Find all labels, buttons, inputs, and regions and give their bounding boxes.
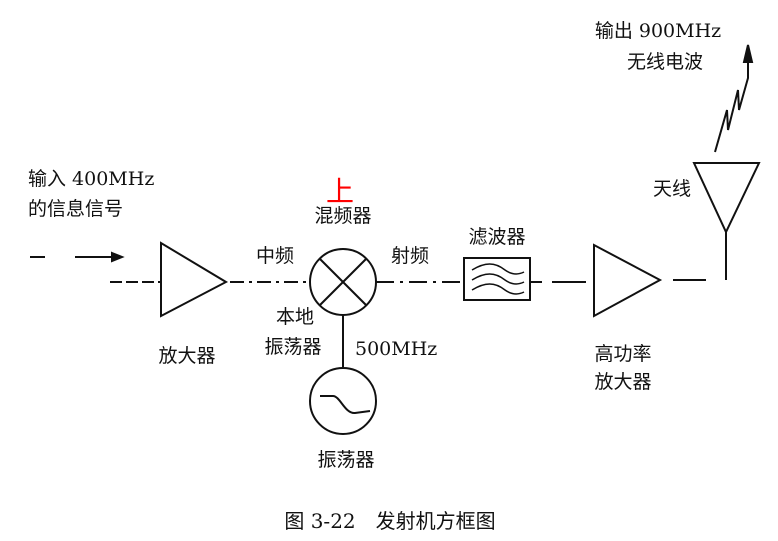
output-label: 输出 900MHz <box>594 20 722 42</box>
radio-wave-arrowhead <box>742 44 754 63</box>
power-amplifier-label: 高功率 <box>594 343 652 365</box>
input-arrowhead <box>111 251 125 263</box>
filter-label: 滤波器 <box>468 226 526 248</box>
input-label: 的信息信号 <box>28 198 124 220</box>
radio-wave-icon <box>714 58 749 153</box>
oscillator-symbol <box>309 367 377 435</box>
filter-wave-icon <box>471 263 525 295</box>
rf-label: 射频 <box>390 245 430 267</box>
filter-symbol <box>463 257 531 301</box>
sine-wave-icon <box>320 395 371 414</box>
local-oscillator-label: 振荡器 <box>264 336 322 358</box>
amplifier-symbol <box>160 241 229 318</box>
if-label: 中频 <box>255 245 295 267</box>
oscillator-label: 振荡器 <box>317 449 375 471</box>
antenna-label: 天线 <box>652 178 692 200</box>
antenna-symbol <box>692 162 761 235</box>
output-label: 无线电波 <box>626 51 704 73</box>
mixer-mark: 上 <box>325 175 355 208</box>
input-label: 输入 400MHz <box>28 168 155 190</box>
figure-caption: 图 3-22 发射机方框图 <box>284 509 496 533</box>
mixer-label: 混频器 <box>314 205 372 227</box>
amplifier-label: 放大器 <box>158 345 216 367</box>
lo-frequency-label: 500MHz <box>355 338 438 360</box>
mixer-cross <box>319 258 367 306</box>
power-amplifier-label: 放大器 <box>594 371 652 393</box>
power-amplifier-symbol <box>593 243 663 318</box>
local-oscillator-label: 本地 <box>275 306 315 328</box>
